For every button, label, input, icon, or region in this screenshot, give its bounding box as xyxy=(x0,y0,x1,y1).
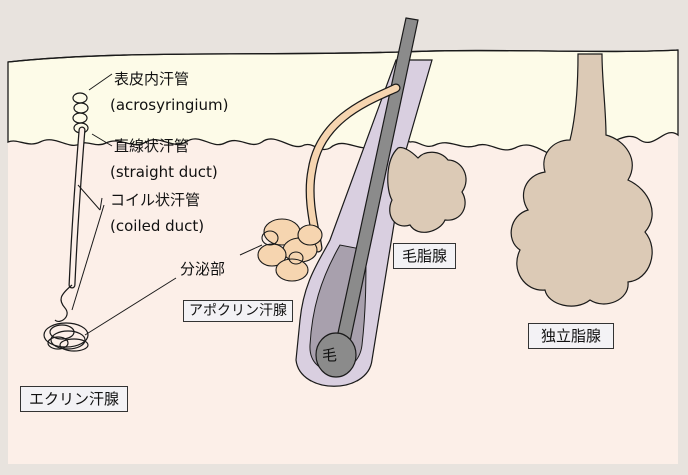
label-apocrine-gland: アポクリン汗腺 xyxy=(183,300,293,322)
label-acrosyringium-jp: 表皮内汗管 xyxy=(114,70,189,88)
label-coiled-duct-jp: コイル状汗管 xyxy=(110,191,200,209)
label-straight-duct-jp: 直線状汗管 xyxy=(114,137,189,155)
label-hair: 毛 xyxy=(322,346,337,364)
label-sebaceous-gland: 毛脂腺 xyxy=(393,243,456,269)
label-independent-sebaceous-gland: 独立脂腺 xyxy=(528,323,614,349)
label-acrosyringium-en: (acrosyringium) xyxy=(110,96,229,114)
label-coiled-duct-en: (coiled duct) xyxy=(110,217,204,235)
label-secretory-part: 分泌部 xyxy=(180,260,225,278)
label-straight-duct-en: (straight duct) xyxy=(110,163,218,181)
label-eccrine-gland: エクリン汗腺 xyxy=(20,386,128,412)
